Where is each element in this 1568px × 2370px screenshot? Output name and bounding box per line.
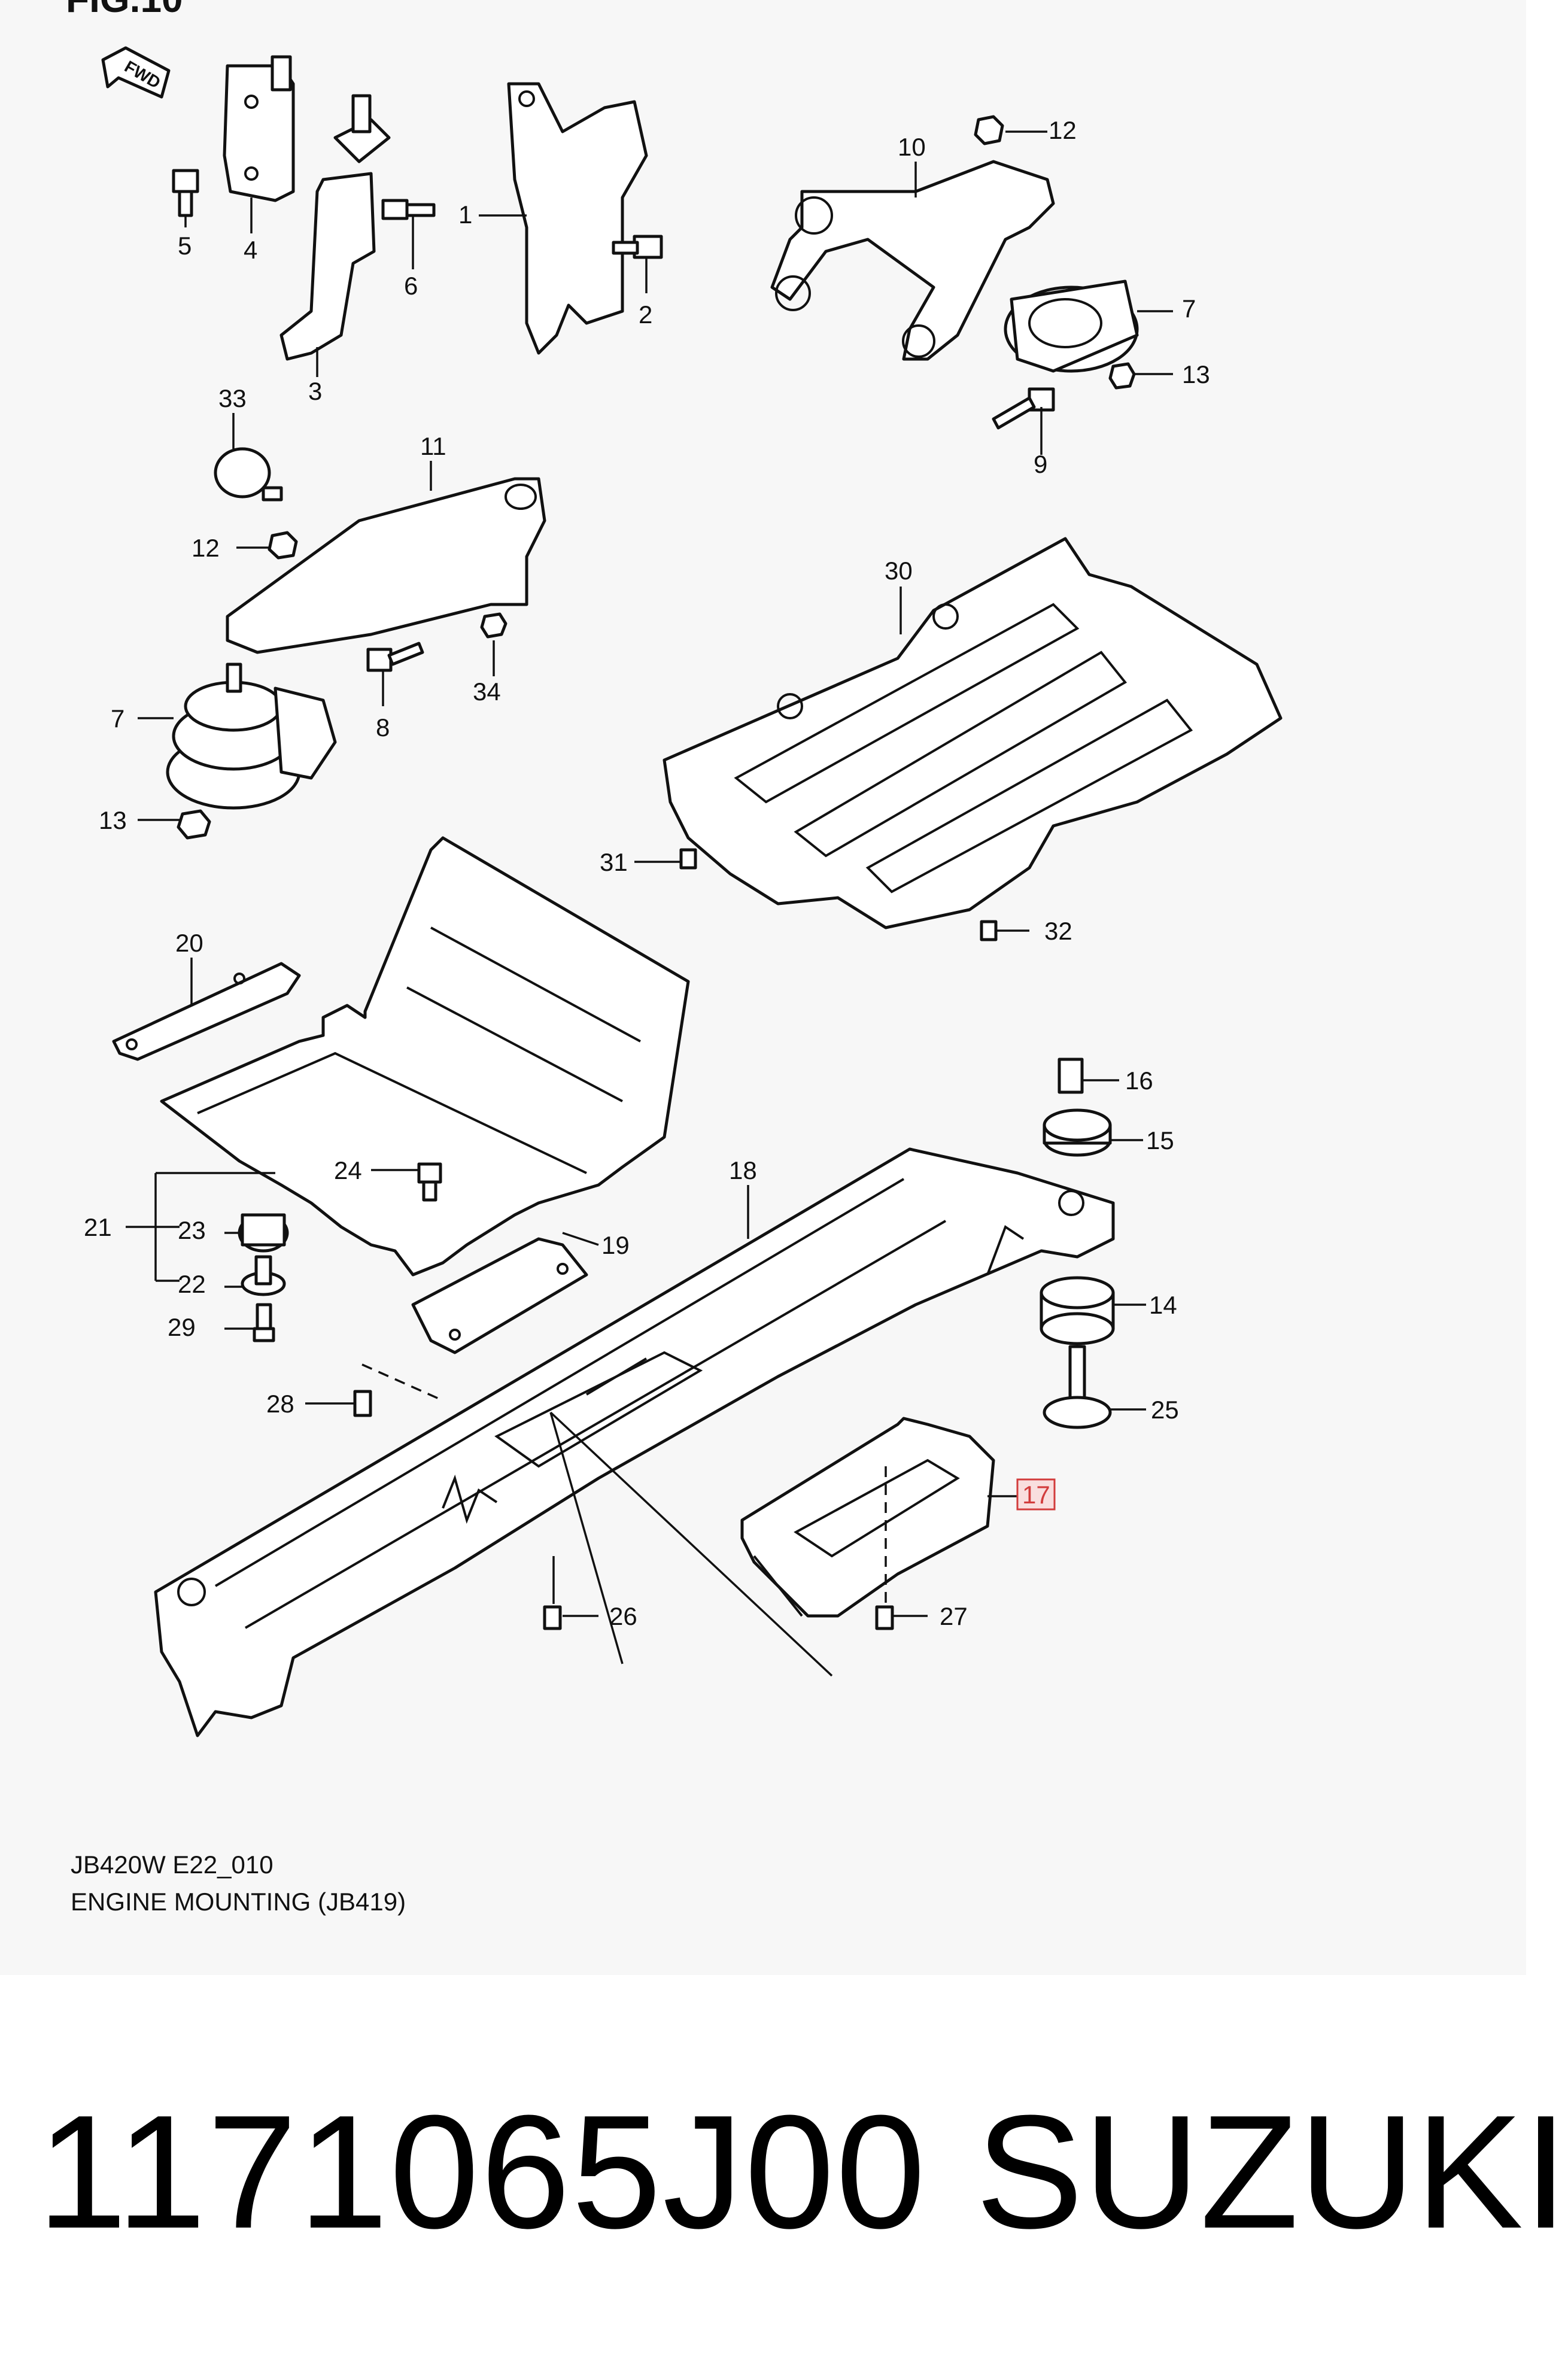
part-10-bracket bbox=[770, 160, 1055, 361]
callout-labels: 1 2 3 4 5 6 7 7 8 9 10 11 12 12 13 13 14… bbox=[84, 116, 1210, 1630]
part-2-bolt bbox=[612, 235, 663, 259]
parts-diagram-panel: FIG.10 FWD bbox=[66, 0, 1283, 1921]
part-9-bolt bbox=[992, 387, 1055, 430]
diagram-code: JB420W E22_010 bbox=[71, 1851, 274, 1879]
callout-23: 23 bbox=[178, 1216, 206, 1244]
part-3-bracket bbox=[279, 94, 391, 361]
callout-4: 4 bbox=[244, 236, 257, 264]
leader-lines bbox=[126, 130, 1173, 1677]
diagram-name: ENGINE MOUNTING (JB419) bbox=[71, 1888, 406, 1916]
forward-arrow-icon: FWD bbox=[101, 46, 171, 99]
callout-34: 34 bbox=[473, 677, 501, 706]
part-5-bolt bbox=[172, 169, 199, 217]
part-14-rubber bbox=[1040, 1276, 1115, 1345]
part-12-nut-lower bbox=[268, 531, 298, 560]
callout-8: 8 bbox=[376, 713, 390, 742]
part-26-bolt bbox=[543, 1605, 562, 1630]
callout-16: 16 bbox=[1125, 1066, 1153, 1095]
part-11-bracket bbox=[226, 477, 546, 654]
part-19-plate bbox=[411, 1237, 588, 1354]
callout-10: 10 bbox=[898, 133, 926, 161]
callout-26: 26 bbox=[609, 1602, 637, 1630]
part-20-plate bbox=[112, 962, 301, 1061]
part-34-nut bbox=[480, 612, 508, 639]
part-6-bolt bbox=[381, 199, 436, 220]
callout-18: 18 bbox=[729, 1156, 757, 1184]
part-8-bolt bbox=[366, 642, 424, 672]
part-32-clip bbox=[980, 920, 998, 941]
part-24-bolt bbox=[417, 1162, 442, 1202]
callout-11: 11 bbox=[420, 432, 446, 460]
callout-31: 31 bbox=[600, 848, 628, 876]
callout-13-upper: 13 bbox=[1182, 360, 1210, 388]
callout-33: 33 bbox=[218, 384, 247, 412]
callout-19: 19 bbox=[601, 1231, 630, 1259]
callout-15: 15 bbox=[1146, 1126, 1174, 1154]
part-28-bolt bbox=[353, 1390, 372, 1417]
callout-12-upper: 12 bbox=[1049, 116, 1077, 144]
part-25-bolt bbox=[1043, 1345, 1112, 1429]
part-33-rubber bbox=[214, 447, 283, 502]
callout-24: 24 bbox=[334, 1156, 362, 1184]
callout-21: 21 bbox=[84, 1213, 112, 1241]
brand-name: SUZUKI bbox=[976, 2082, 1568, 2262]
part-1-bracket bbox=[507, 82, 648, 355]
callout-25: 25 bbox=[1151, 1396, 1179, 1424]
part-13-nut-upper bbox=[1108, 362, 1136, 390]
callout-1: 1 bbox=[458, 200, 472, 229]
callout-29: 29 bbox=[168, 1313, 196, 1341]
callout-9: 9 bbox=[1034, 450, 1047, 478]
callout-6: 6 bbox=[404, 272, 418, 300]
part-21-bracket bbox=[160, 836, 690, 1277]
highlight-box bbox=[1016, 1478, 1056, 1511]
part-31-bolt bbox=[679, 848, 697, 870]
callout-30: 30 bbox=[885, 557, 913, 585]
callout-22: 22 bbox=[178, 1270, 206, 1298]
callout-7-upper: 7 bbox=[1182, 294, 1196, 323]
part-23-rubber bbox=[238, 1213, 289, 1253]
exploded-parts-diagram: FIG.10 FWD bbox=[66, 0, 1283, 1737]
part-22-collar bbox=[241, 1255, 286, 1296]
callout-28: 28 bbox=[266, 1390, 294, 1418]
callout-17-highlighted: 17 bbox=[1022, 1481, 1050, 1509]
figure-title: FIG.10 bbox=[66, 0, 183, 20]
part-4-bracket bbox=[223, 55, 295, 202]
part-29-bolt bbox=[253, 1303, 275, 1342]
part-30-under-cover bbox=[663, 537, 1283, 929]
callout-14: 14 bbox=[1149, 1291, 1177, 1319]
callout-7-lower: 7 bbox=[111, 704, 124, 733]
callout-32: 32 bbox=[1044, 917, 1072, 945]
callout-3: 3 bbox=[308, 377, 322, 405]
part-16-bolt bbox=[1058, 1058, 1084, 1094]
diagram-caption: JB420W E22_010 ENGINE MOUNTING (JB419) bbox=[71, 1846, 406, 1921]
part-27-bolt bbox=[875, 1605, 894, 1630]
part-15-rubber bbox=[1043, 1108, 1112, 1157]
callout-5: 5 bbox=[178, 232, 192, 260]
callout-20: 20 bbox=[175, 929, 203, 957]
part-12-nut-upper bbox=[974, 115, 1004, 145]
part-7-mount-lower bbox=[166, 663, 337, 810]
part-13-nut-lower bbox=[177, 809, 211, 840]
part-number: 1171065J00 bbox=[37, 2082, 927, 2262]
callout-12-lower: 12 bbox=[192, 534, 220, 562]
part-18-member bbox=[154, 1147, 1115, 1737]
callout-2: 2 bbox=[639, 300, 652, 329]
part-footer: 1171065J00 SUZUKI bbox=[0, 2082, 1568, 2262]
callout-13-lower: 13 bbox=[99, 806, 127, 834]
part-17-mount bbox=[740, 1417, 995, 1618]
callout-27: 27 bbox=[940, 1602, 968, 1630]
part-7-mount-upper bbox=[1004, 279, 1139, 373]
